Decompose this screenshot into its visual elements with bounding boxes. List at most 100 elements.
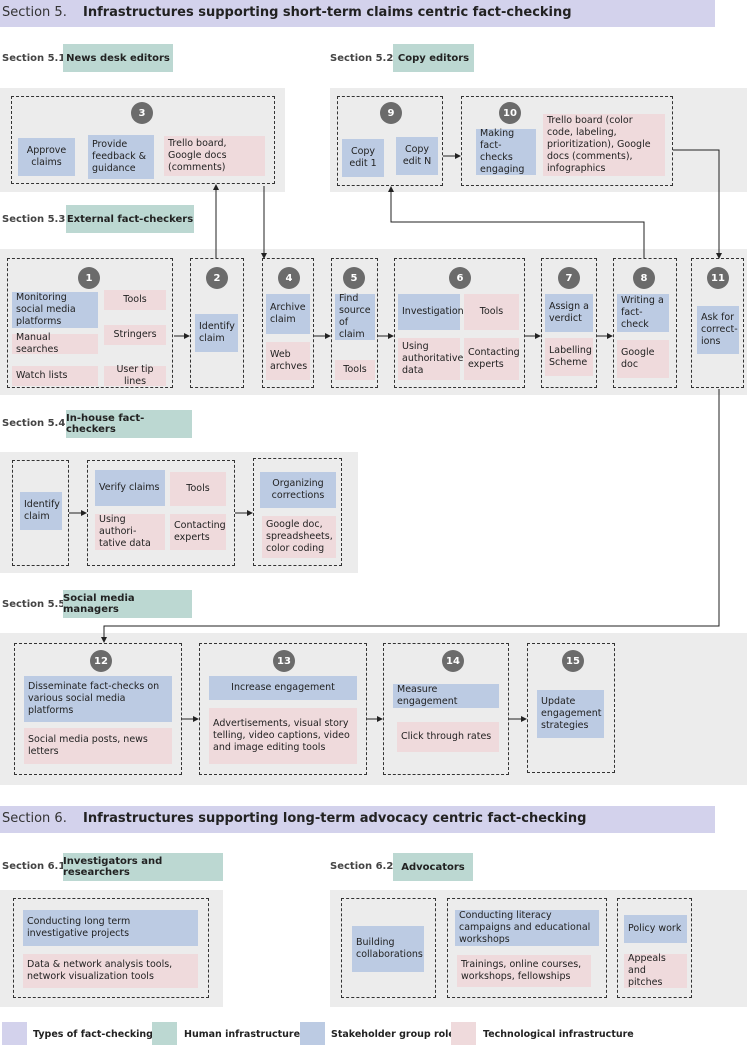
policy-group [617, 898, 692, 998]
step-1-group [7, 258, 173, 388]
step-3-group [11, 96, 275, 184]
investigators-label: Investigators and researchers [63, 853, 223, 881]
external-fact-checkers-label: External fact-checkers [66, 205, 194, 233]
step-6-badge: 6 [449, 267, 471, 289]
step-7-badge: 7 [558, 267, 580, 289]
step-12-badge: 12 [90, 650, 112, 672]
step-13-badge: 13 [273, 650, 295, 672]
update-strategies-role: Update engagement strategies [537, 690, 604, 738]
click-through-tech: Click through rates [397, 722, 499, 752]
step-3-badge: 3 [131, 102, 153, 124]
social-media-managers-label: Social media managers [63, 590, 192, 618]
copy-editors-tech: Trello board (color code, labeling, prio… [543, 114, 665, 176]
copy-editors-label: Copy editors [393, 44, 474, 72]
legend-tech-label: Technological infrastructure [483, 1029, 634, 1040]
verify-claims-role: Verify claims [95, 470, 165, 506]
ask-corrections-role: Ask for correct- ions [697, 306, 739, 354]
section-5-2-label: Section 5.2 [330, 53, 394, 64]
section-6-title: Infrastructures supporting long-term adv… [83, 811, 587, 826]
step-7-group [541, 258, 597, 388]
investigators-group [13, 898, 209, 998]
investigative-projects-role: Conducting long term investigative proje… [23, 910, 198, 946]
authoritative-data-tech: Using authoritative data [398, 338, 463, 380]
legend-human-label: Human infrastructure [184, 1029, 301, 1040]
step-2-badge: 2 [206, 267, 228, 289]
legend-tech-swatch [451, 1022, 476, 1045]
in-house-identify-role: Identify claim [20, 492, 62, 530]
making-engaging-role: Making fact-checks engaging [476, 128, 536, 175]
step-2-group [190, 258, 244, 388]
step-13-group [199, 643, 367, 775]
in-house-fact-checkers-label: In-house fact-checkers [66, 410, 192, 438]
step-11-badge: 11 [707, 267, 729, 289]
trainings-tech: Trainings, online courses, workshops, fe… [457, 955, 591, 987]
approve-claims-role: Approve claims [18, 138, 75, 176]
appeals-pitches-tech: Appeals and pitches [624, 953, 687, 988]
investigators-tech: Data & network analysis tools, network v… [23, 954, 198, 988]
section-6-1-label: Section 6.1 [2, 861, 66, 872]
step-10-group [461, 96, 673, 186]
step-6-group [394, 258, 525, 388]
news-desk-tech: Trello board, Google docs (comments) [164, 136, 265, 176]
step-8-group [613, 258, 677, 388]
legend-roles-swatch [300, 1022, 325, 1045]
step-8-badge: 8 [633, 267, 655, 289]
archive-claim-role: Archive claim [266, 294, 310, 334]
writing-fact-check-role: Writing a fact-check [617, 294, 669, 332]
collaborations-group [341, 898, 436, 998]
section-5-3-label: Section 5.3 [2, 214, 66, 225]
manual-searches-tech: Manual searches [12, 332, 98, 355]
step-5-badge: 5 [343, 267, 365, 289]
literacy-campaigns-role: Conducting literacy campaigns and educat… [455, 910, 599, 946]
section-5-4-label: Section 5.4 [2, 418, 66, 429]
increase-engagement-role: Increase engagement [209, 676, 357, 700]
identify-claim-role: Identify claim [195, 314, 238, 352]
measure-engagement-role: Measure engagement [393, 684, 499, 708]
in-house-tech: Google doc, spreadsheets, color coding [262, 516, 336, 558]
in-house-identify-group [12, 460, 69, 566]
step-14-badge: 14 [442, 650, 464, 672]
legend-types-swatch [2, 1022, 27, 1045]
step-15-badge: 15 [562, 650, 584, 672]
step-9-group [337, 96, 443, 186]
section-6-number: Section 6. [2, 811, 67, 826]
watch-lists-tech: Watch lists [12, 366, 98, 386]
step-5-group [331, 258, 378, 388]
monitoring-role: Monitoring social media platforms [12, 292, 98, 328]
engagement-tech: Advertisements, visual story telling, vi… [209, 708, 357, 764]
contacting-experts-tech: Contacting experts [464, 338, 520, 380]
step-10-badge: 10 [499, 102, 521, 124]
literacy-group [447, 898, 607, 998]
step-9-badge: 9 [380, 102, 402, 124]
organizing-corrections-role: Organizing corrections [260, 472, 336, 508]
legend-human-swatch [152, 1022, 177, 1045]
assign-verdict-role: Assign a verdict [545, 294, 593, 332]
step-15-group [527, 643, 615, 773]
web-archives-tech: Web archves [266, 342, 310, 380]
find-source-role: Find source of claim [335, 293, 375, 340]
step-14-group [383, 643, 509, 775]
labelling-scheme-tech: Labelling Scheme [545, 338, 593, 376]
advocators-label: Advocators [393, 853, 473, 881]
legend-types-label: Types of fact-checking [33, 1029, 153, 1040]
stringers-tech: Stringers [104, 325, 166, 345]
social-posts-tech: Social media posts, news letters [24, 728, 172, 764]
section-6-header: Section 6. Infrastructures supporting lo… [0, 806, 715, 833]
copy-edit-n-role: Copy edit N [396, 137, 438, 175]
arrow-8-to-9 [388, 186, 645, 258]
section-5-number: Section 5. [2, 5, 67, 20]
investigation-role: Investigation [398, 294, 464, 330]
step-12-group [14, 643, 182, 775]
google-doc-tech: Google doc [617, 340, 669, 378]
step-4-badge: 4 [278, 267, 300, 289]
policy-work-role: Policy work [624, 915, 687, 943]
in-house-authoritative-data: Using authori- tative data [95, 514, 165, 550]
in-house-contacting-experts: Contacting experts [170, 514, 226, 550]
step-6-tools: Tools [464, 294, 519, 330]
step-4-group [262, 258, 314, 388]
step-1-tools: Tools [104, 290, 166, 310]
in-house-tools: Tools [170, 472, 226, 506]
step-5-tools: Tools [335, 360, 375, 380]
step-1-badge: 1 [78, 267, 100, 289]
section-5-1-label: Section 5.1 [2, 53, 66, 64]
